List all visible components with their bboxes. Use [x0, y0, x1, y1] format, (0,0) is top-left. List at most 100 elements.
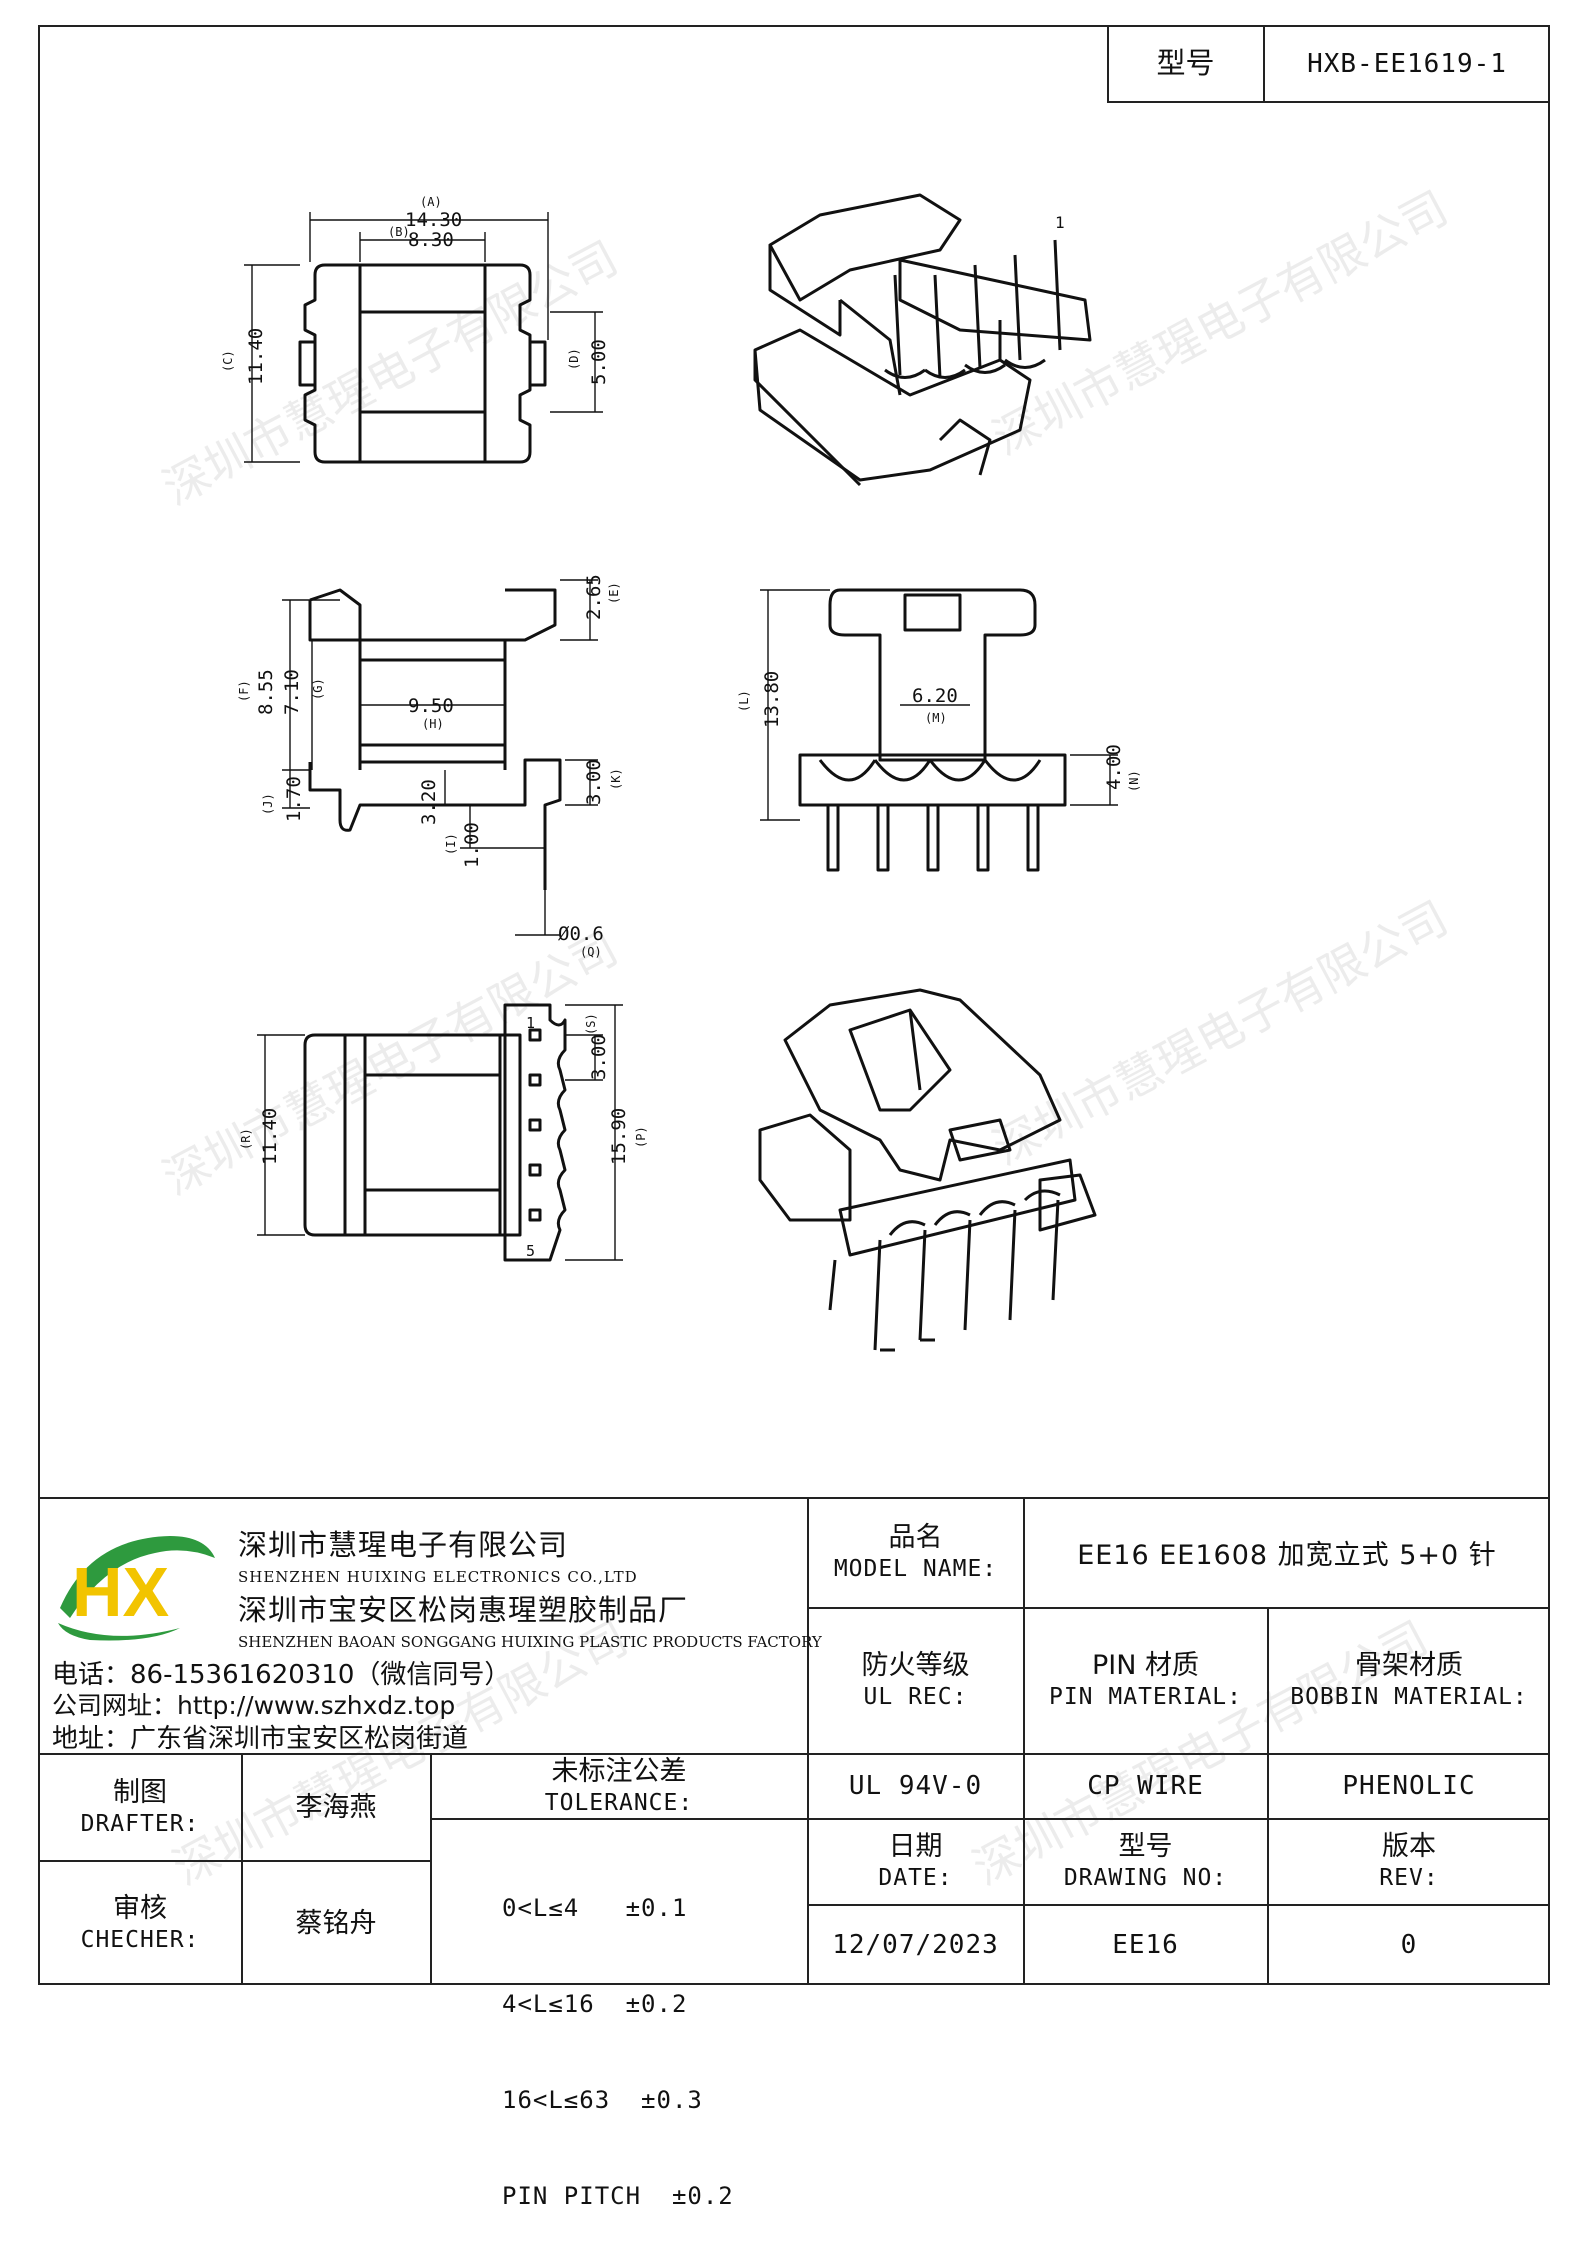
tolerance-cn: 未标注公差: [551, 1755, 687, 1787]
dim-a-tag: (A): [420, 195, 442, 209]
dim-b-tag: (B): [388, 225, 410, 239]
title-block-divider: [1023, 1497, 1025, 1985]
pin-material-en: PIN MATERIAL:: [1048, 1684, 1242, 1710]
tolerance-en: TOLERANCE:: [544, 1789, 694, 1816]
title-block-divider: [807, 1607, 1550, 1609]
date-label: 日期 DATE:: [808, 1819, 1023, 1904]
drafter-cn: 制图: [113, 1776, 167, 1808]
iso-view-bottom: [758, 988, 1097, 1352]
model-name-value: EE16 EE1608 加宽立式 5+0 针: [1077, 1540, 1497, 1571]
drafter-en: DRAFTER:: [80, 1810, 200, 1837]
dim-a: 14.30: [405, 209, 462, 231]
dim-q-tag: (Q): [580, 945, 602, 959]
dim-f: 8.55: [255, 669, 277, 715]
title-block-top: [38, 1497, 1550, 1499]
ul-label: 防火等级 UL REC:: [808, 1608, 1023, 1753]
ul-value: UL 94V-0: [848, 1771, 983, 1801]
dim-p-tag: (P): [634, 1126, 648, 1148]
dim-n-tag: (N): [1127, 770, 1141, 792]
drawing-no-cn: 型号: [1118, 1831, 1173, 1862]
dim-e-tag: (E): [607, 582, 621, 604]
model-name-label: 品名 MODEL NAME:: [808, 1498, 1023, 1607]
drawing-no-label: 型号 DRAWING NO:: [1024, 1819, 1267, 1904]
company-website: 公司网址：http://www.szhxdz.top: [52, 1691, 456, 1720]
title-block-divider: [430, 1753, 432, 1985]
dim-l-tag: (L): [737, 690, 751, 712]
dim-i-tag: (I): [444, 833, 458, 855]
dim-f-tag: (F): [237, 680, 251, 702]
checker-en: CHECHER:: [80, 1926, 200, 1953]
rev-label: 版本 REV:: [1268, 1819, 1550, 1904]
model-name-cn: 品名: [888, 1522, 943, 1553]
checker-label: 审核 CHECHER:: [39, 1861, 241, 1985]
dim-d-tag: (D): [567, 348, 581, 370]
dim-m-tag: (M): [925, 711, 947, 725]
date-value: 12/07/2023: [832, 1930, 999, 1960]
tolerance-list: 0<L≤4 ±0.1 4<L≤16 ±0.2 16<L≤63 ±0.3 PIN …: [502, 1828, 734, 2244]
dim-g-tag: (G): [311, 678, 325, 700]
pin-material-value: CP WIRE: [1087, 1771, 1204, 1801]
bobbin-material-label: 骨架材质 BOBBIN MATERIAL:: [1268, 1608, 1550, 1753]
title-block-divider: [807, 1497, 809, 1985]
tolerance-line: PIN PITCH ±0.2: [502, 2182, 734, 2210]
dim-s: 3.00: [588, 1034, 610, 1080]
title-block-divider: [241, 1753, 243, 1985]
bobbin-material-en: BOBBIN MATERIAL:: [1290, 1684, 1528, 1710]
factory-name-en: SHENZHEN BAOAN SONGGANG HUIXING PLASTIC …: [238, 1633, 822, 1651]
dim-h-tag: (H): [422, 717, 444, 731]
drafter-name: 李海燕: [295, 1791, 377, 1823]
company-logo: HX: [58, 1536, 215, 1641]
drafter-label: 制图 DRAFTER:: [39, 1754, 241, 1860]
dim-r: 11.40: [259, 1108, 281, 1165]
title-block-divider: [807, 1818, 1550, 1820]
ul-cn: 防火等级: [861, 1650, 970, 1681]
title-block-divider: [1267, 1607, 1269, 1985]
title-block-divider: [38, 1860, 430, 1862]
dim-q: Ø0.6: [558, 923, 604, 945]
dim-d: 5.00: [588, 339, 610, 385]
tolerance-line: 4<L≤16 ±0.2: [502, 1990, 688, 2018]
checker-cn: 审核: [113, 1892, 167, 1924]
dim-j: 1.70: [283, 776, 305, 822]
front-view: 6.20 (M) 13.80 (L) 4.00 (N): [737, 588, 1141, 872]
ul-en: UL REC:: [863, 1684, 968, 1710]
dim-n: 4.00: [1103, 744, 1125, 790]
logo-text: HX: [72, 1553, 170, 1631]
dim-l: 13.80: [761, 671, 783, 728]
tolerance-line: 0<L≤4 ±0.1: [502, 1894, 688, 1922]
company-name-cn: 深圳市慧瑆电子有限公司: [238, 1528, 569, 1562]
dim-p: 15.90: [608, 1108, 630, 1165]
dim-k-tag: (K): [609, 768, 623, 790]
bobbin-material-value: PHENOLIC: [1342, 1771, 1476, 1801]
drawing-frame: [38, 25, 1550, 1985]
header-divider: [1107, 101, 1550, 103]
model-label: 型号: [1156, 46, 1215, 80]
dim-c: 11.40: [245, 328, 267, 385]
title-block-divider: [38, 1753, 1550, 1755]
top-view: 14.30 (A) 8.30 (B) 11.40 (C) 5.00 (D): [221, 195, 610, 464]
rev-cn: 版本: [1382, 1831, 1436, 1862]
dim-j-tag: (J): [261, 793, 275, 815]
side-view: 9.50 (H) 2.65 (E) 8.55 (F) 7.10 (G) 1.70…: [237, 574, 623, 959]
date-en: DATE:: [878, 1865, 953, 1891]
pin-first: 1: [526, 1014, 535, 1032]
dim-e: 2.65: [583, 574, 605, 620]
dim-h: 9.50: [408, 695, 454, 717]
dim-b: 8.30: [408, 229, 454, 251]
checker-name: 蔡铭舟: [295, 1907, 377, 1939]
dim-i: 1.00: [461, 822, 483, 868]
pin-last: 5: [526, 1242, 535, 1260]
drawing-no-value: EE16: [1112, 1930, 1179, 1960]
model-name-en: MODEL NAME:: [833, 1556, 998, 1582]
bobbin-material-cn: 骨架材质: [1355, 1650, 1463, 1681]
tolerance-line: 16<L≤63 ±0.3: [502, 2086, 703, 2114]
bottom-view: 1 5 11.40 (R) 3.00 (S) 15.90 (P): [239, 1003, 648, 1262]
dim-s-tag: (S): [584, 1013, 598, 1035]
company-address: 地址：广东省深圳市宝安区松岗街道: [52, 1724, 469, 1754]
title-block-divider: [807, 1904, 1550, 1906]
dim-r-tag: (R): [239, 1128, 253, 1150]
dim-3-20: 3.20: [418, 779, 440, 825]
header-divider: [1107, 25, 1109, 102]
date-cn: 日期: [888, 1831, 943, 1862]
rev-value: 0: [1400, 1930, 1418, 1960]
